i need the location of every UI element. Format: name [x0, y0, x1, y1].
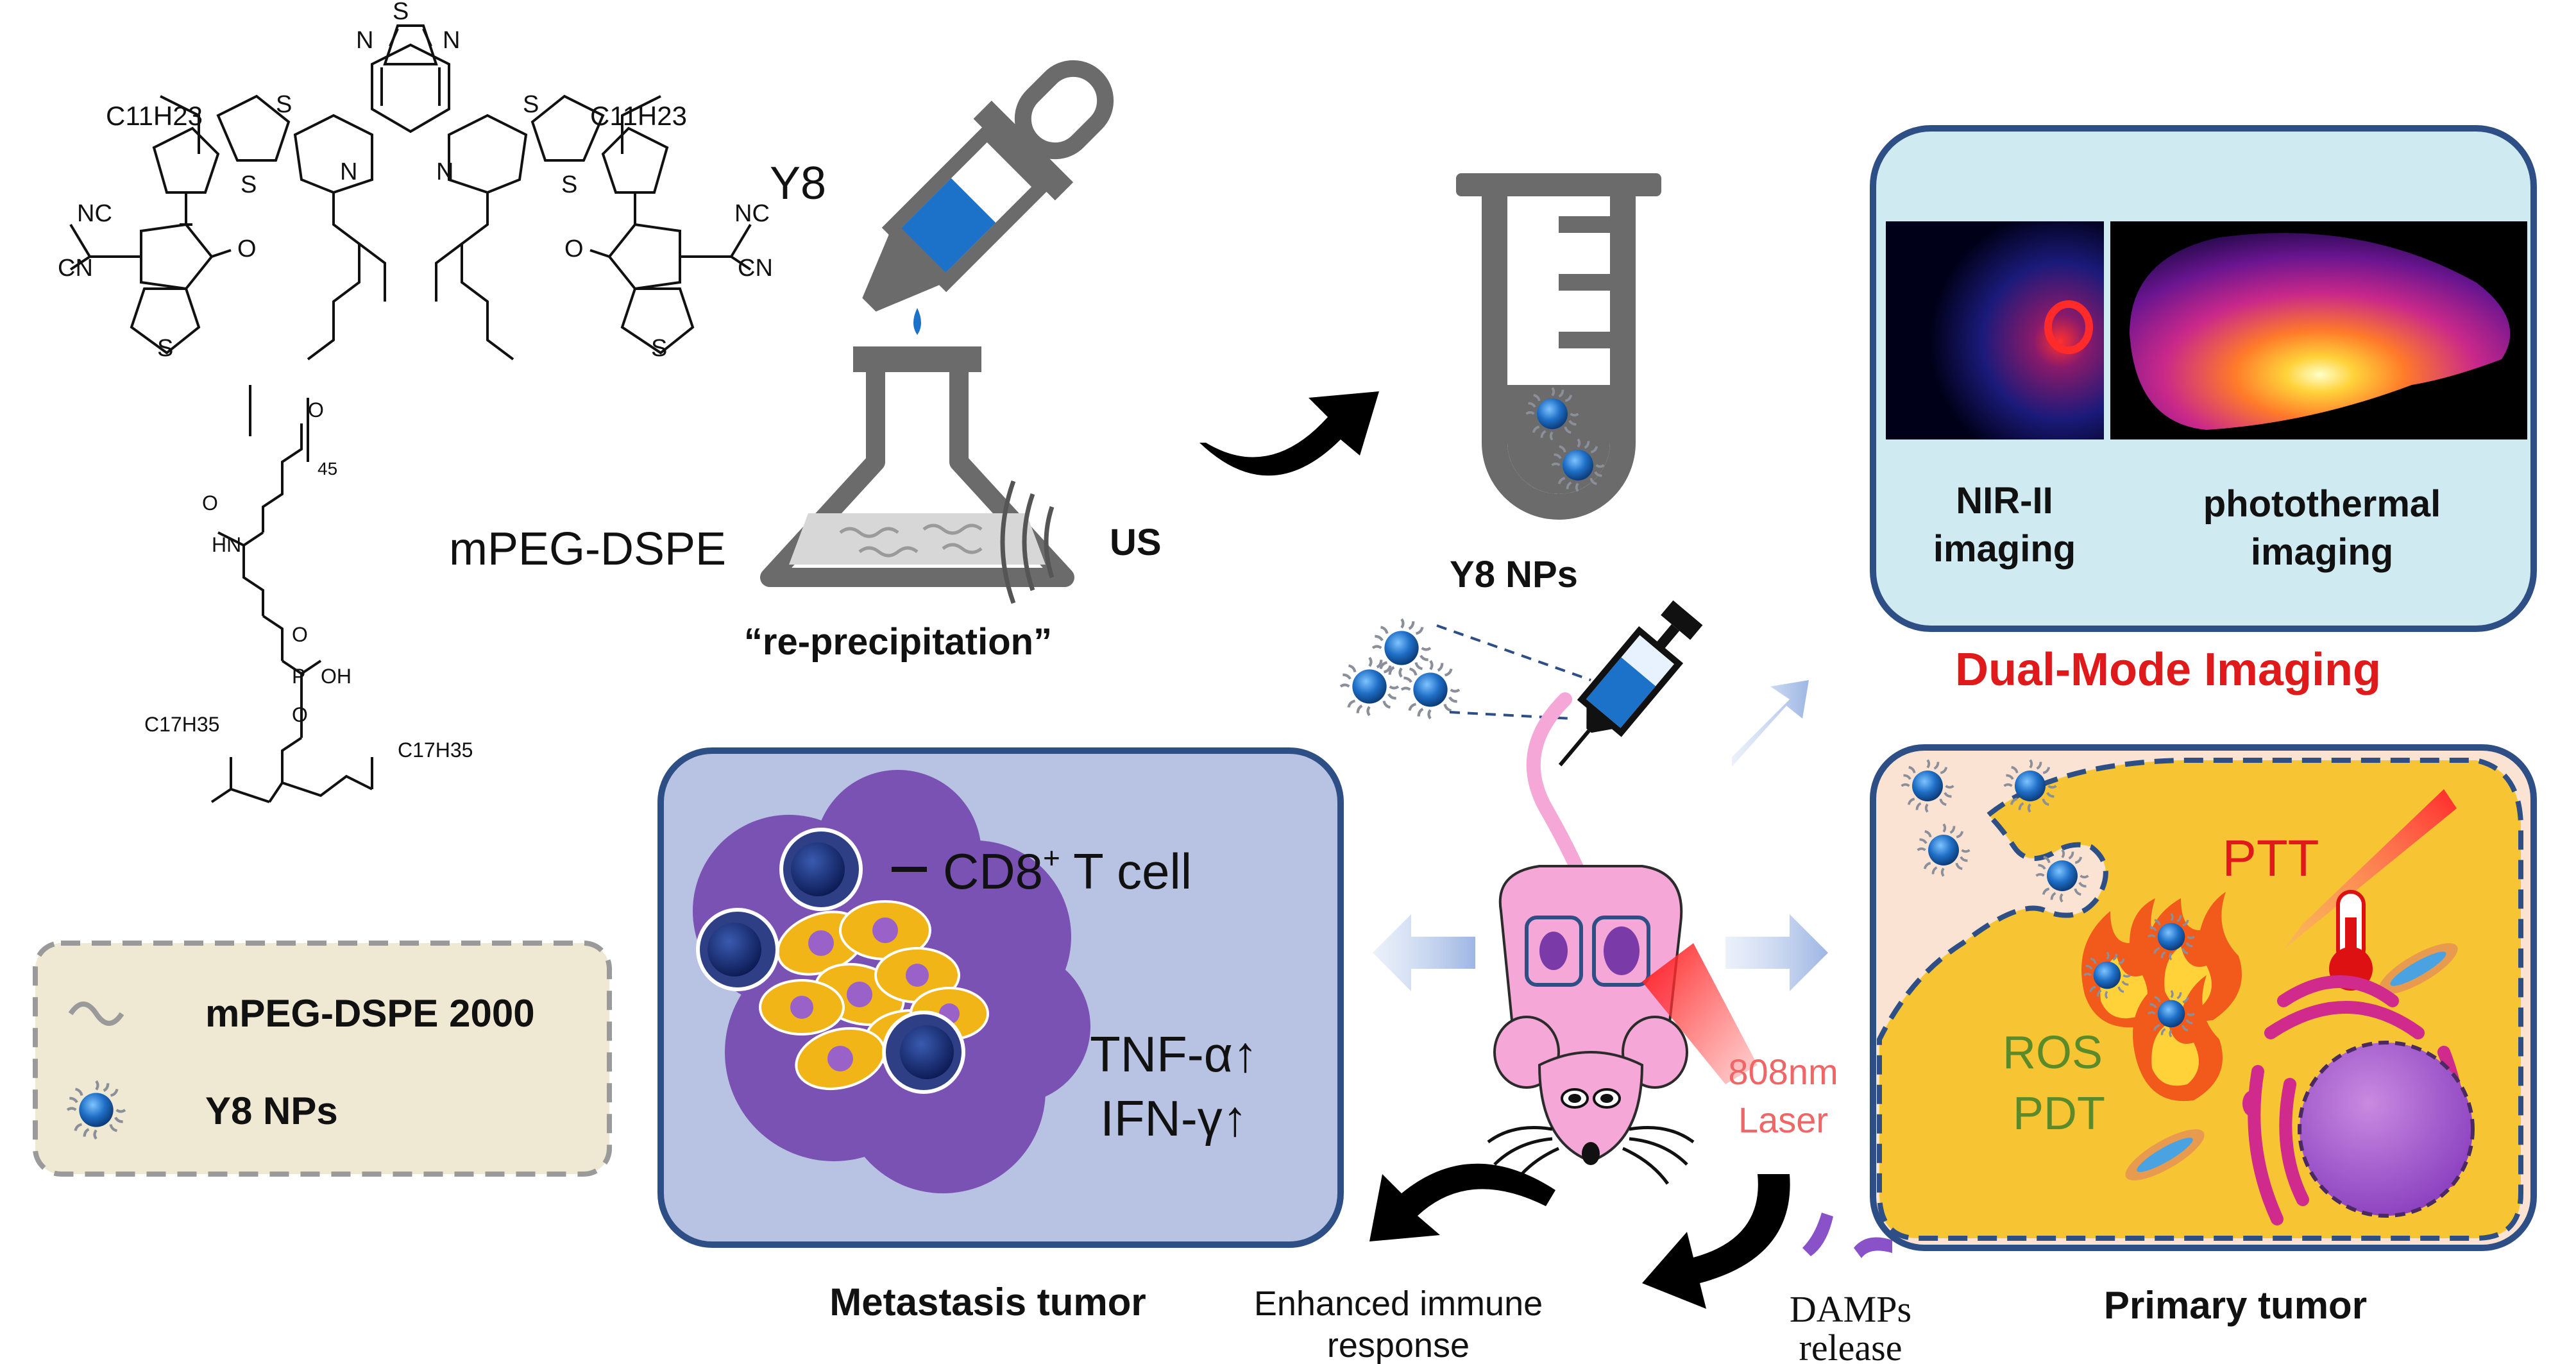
mpeg-chain-right: C17H35 — [398, 738, 473, 762]
imaging-nir-label: NIR-II — [1956, 480, 2053, 522]
arrow-to-imaging — [1732, 680, 1809, 767]
damps-label-2: release — [1799, 1327, 1902, 1364]
nitrile-right-bottom: CN — [738, 255, 773, 282]
atom-n-3: N — [340, 158, 357, 185]
mpeg-chain-left: C17H35 — [144, 713, 219, 736]
nanoparticle-icon — [1402, 661, 1459, 719]
atom-n-4: N — [436, 158, 453, 185]
nitrile-left-bottom: CN — [58, 255, 93, 282]
cytokine-ifn-label: IFN-γ↑ — [1100, 1090, 1248, 1147]
peg-chain-icon — [68, 1002, 124, 1026]
mpeg-oh: OH — [321, 665, 352, 688]
substituent-right: C11H23 — [590, 101, 687, 131]
atom-o-right: O — [564, 235, 584, 262]
atom-s-4: S — [561, 171, 577, 198]
ptt-label: PTT — [2222, 830, 2319, 887]
ptt-beam — [2284, 789, 2457, 950]
nitrile-left-top: NC — [77, 200, 112, 227]
mpeg-dspe-name-label: mPEG-DSPE — [449, 524, 726, 575]
process-arrow-icon — [1199, 391, 1379, 476]
atom-o-left: O — [237, 235, 257, 262]
atom-s-5: S — [157, 335, 173, 362]
droplet-icon — [913, 308, 921, 335]
thermal-image — [2130, 233, 2511, 430]
nanoparticle-icon — [1341, 658, 1398, 715]
cytokine-tnf-label: TNF-α↑ — [1090, 1026, 1258, 1082]
ros-label: ROS — [2003, 1027, 2103, 1078]
primary-title: Primary tumor — [2104, 1284, 2367, 1327]
metastasis-title: Metastasis tumor — [829, 1281, 1146, 1324]
nitrile-right-top: NC — [734, 200, 770, 227]
arrow-to-metastasis — [1373, 914, 1475, 991]
atom-s-1: S — [276, 91, 292, 118]
laser-label-2: Laser — [1738, 1100, 1828, 1140]
atom-n-right: N — [443, 27, 460, 54]
dual-mode-title: Dual-Mode Imaging — [1955, 644, 2381, 695]
damps-label-1: DAMPs — [1790, 1288, 1911, 1330]
imaging-photo-label: photothermal — [2203, 483, 2441, 525]
atom-s-6: S — [651, 335, 667, 362]
fire-icons — [2081, 892, 2242, 1102]
imaging-photo-label-2: imaging — [2251, 531, 2393, 573]
nir-image — [1886, 221, 2104, 439]
mpeg-repeat: 45 — [318, 459, 337, 479]
imaging-nir-label-2: imaging — [1933, 528, 2076, 570]
zoom-lines — [1436, 624, 1591, 720]
atom-s-3: S — [241, 171, 257, 198]
immune-label-1: Enhanced immune — [1254, 1284, 1543, 1323]
laser-beam — [1642, 943, 1758, 1084]
atom-s-top: S — [393, 0, 409, 25]
nucleus-icon — [2298, 1041, 2475, 1218]
atom-s-2: S — [523, 91, 539, 118]
mpeg-o-phosphate: O — [292, 623, 308, 646]
ribosome-dot — [2242, 1091, 2260, 1116]
ultrasound-waves-icon — [1000, 480, 1055, 604]
mpeg-p: P — [292, 665, 305, 688]
reprecipitation-label: “re-precipitation” — [744, 621, 1052, 663]
y8-atom-labels: S N N S S S S N N O O S S NC CN NC CN — [58, 0, 773, 362]
cd8-tcell-label: CD8+ T cell — [943, 841, 1192, 899]
t-cell-icons — [696, 828, 965, 1094]
mouse-illustration — [1487, 692, 1695, 1185]
damps-icon — [1802, 1213, 1892, 1258]
ultrasound-label: US — [1110, 522, 1162, 563]
atom-n-left: N — [356, 27, 373, 54]
mpeg-atom-o: O — [308, 398, 324, 422]
legend-box — [33, 941, 612, 1177]
molecule-name-label: Y8 — [770, 158, 826, 209]
damps-arrow-icon — [1642, 1174, 1790, 1309]
flask-icon — [760, 346, 1074, 587]
syringe-icon — [1558, 600, 1703, 767]
laser-label-1: 808nm — [1728, 1052, 1838, 1092]
mpeg-dspe-structure — [210, 385, 373, 803]
pdt-label: PDT — [2013, 1088, 2105, 1139]
mpeg-carbonyl-o: O — [202, 491, 218, 515]
immune-arrow-icon — [1369, 1163, 1555, 1241]
dropper-icon — [862, 60, 1114, 312]
nanoparticle-icon — [1373, 619, 1430, 677]
legend-item-nps: Y8 NPs — [205, 1089, 338, 1132]
legend-item-peg: mPEG-DSPE 2000 — [205, 992, 535, 1035]
mpeg-nh: HN — [212, 533, 241, 556]
nir-hotspot — [2044, 300, 2093, 354]
substituent-left: C11H23 — [106, 101, 203, 131]
y8-nps-label: Y8 NPs — [1450, 554, 1578, 595]
arrow-to-primary — [1725, 914, 1828, 991]
y8-molecule-structure — [69, 24, 752, 361]
immune-label-2: response — [1327, 1326, 1470, 1364]
mitochondria-icons — [2125, 943, 2458, 1181]
mpeg-o-lower: O — [292, 703, 308, 726]
mpeg-atom-labels: O 45 O HN O P OH O C17H35 C17H35 — [144, 398, 473, 762]
